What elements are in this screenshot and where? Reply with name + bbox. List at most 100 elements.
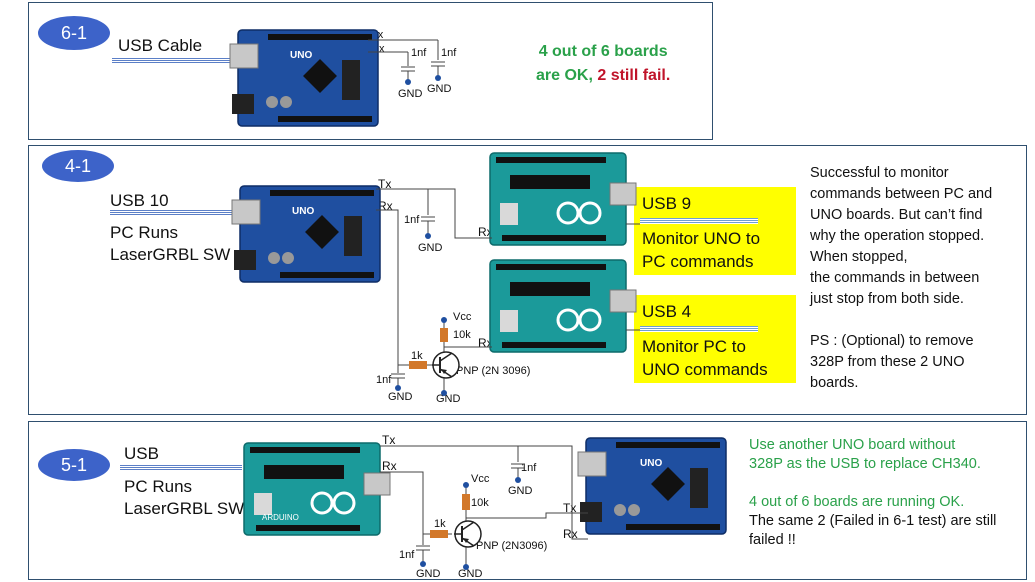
vcc-label-5-1: Vcc [471,473,490,485]
transistor-label-4-1: PNP (2N 3096) [456,365,531,377]
wires-6-1 [368,39,445,80]
gnd-cap-label-5-1: GND [508,485,533,497]
usb-cable-line [112,58,242,64]
cap2-label-6-1: 1nf [441,47,457,59]
tx-right-label-5-1: Tx [563,501,577,515]
uno-board-6-1 [229,29,379,127]
panel-6-1-tag: 6-1 [38,16,110,50]
gnd-dot [420,561,426,567]
pnp-transistor-4-1 [431,351,460,379]
r10k-label-5-1: 10k [471,497,489,509]
usb9-line [640,218,758,224]
arduino-silk-5-1: ARDUINO [262,513,299,522]
note-line: the commands in between [810,270,980,286]
pnp-transistor-5-1 [453,520,482,548]
vcc-dot [463,482,469,488]
gnd-tr-label-4-1: GND [436,393,461,405]
note-line: When stopped, [810,249,908,265]
usb4-title: USB 4 [642,302,692,321]
tx-label-4-1: Tx [378,177,392,191]
transistor-label-5-1: PNP (2N3096) [476,540,548,552]
resistor-1k [409,361,427,369]
note-line: 328P from these 2 UNO [810,354,965,370]
gnd-tr-label-5-1: GND [458,568,483,580]
cap-low-label-5-1: 1nf [399,549,415,561]
result-ok-line2: are OK [536,67,589,84]
panel-5-1 [28,421,1027,580]
usb4-line [640,326,758,332]
r1k-label-5-1: 1k [434,518,446,530]
note-line: why the operation stopped. [810,228,985,244]
usb9-line2: PC commands [642,252,754,271]
gnd-dot [425,233,431,239]
cap-label-5-1: 1nf [521,462,537,474]
note-line: UNO boards. But can’t find [810,207,983,223]
result-ok-line1: 4 out of 6 boards [538,43,668,60]
arduino-board-bottom-4-1 [488,258,638,354]
gnd-dot [515,477,521,483]
tx-label-5-1: Tx [382,433,396,447]
note-black-line: failed !! [749,532,796,548]
rx-right-label-5-1: Rx [563,527,578,541]
laser-sw-label-4-1: LaserGRBL SW [110,245,231,264]
usb4-line2: UNO commands [642,360,768,379]
note-line: Successful to monitor [810,165,949,181]
gnd-low-label-5-1: GND [416,568,441,580]
gnd-cap-label-4-1: GND [418,242,443,254]
note-green-line: Use another UNO board without [749,437,956,453]
usb10-label: USB 10 [110,191,169,210]
gnd-low-label-4-1: GND [388,391,413,403]
uno-silk-4-1: UNO [292,206,314,217]
note-line: just stop from both side. [810,291,964,307]
note-line: commands between PC and [810,186,993,202]
note-line: boards. [810,375,859,391]
usb4-line1: Monitor PC to [642,337,746,356]
cap-low-label-4-1: 1nf [376,374,392,386]
r1k-label-4-1: 1k [411,350,423,362]
cap-label-4-1: 1nf [404,214,420,226]
gnd-dot [405,79,411,85]
pc-runs-label-4-1: PC Runs [110,223,179,242]
usb-cable-label: USB Cable [118,36,203,55]
wires-5-1 [380,445,588,566]
note-line: PS : (Optional) to remove [810,333,974,349]
note-5-1: Use another UNO board without 328P as th… [749,436,996,550]
result-fail: 2 still fail. [597,67,671,84]
uno-silk-5-1: UNO [640,458,662,469]
usb10-line [110,210,238,216]
resistor-1k [430,530,448,538]
result-sep: , [588,67,598,84]
rx-label-5-1: Rx [382,459,397,473]
r10k-label-4-1: 10k [453,329,471,341]
panel-5-1-tag: 5-1 [38,449,110,481]
panel-4-1-tag: 4-1 [42,150,114,182]
cap1-label-6-1: 1nf [411,47,427,59]
rx-top-label-4-1: Rx [478,225,493,239]
note-black-line: The same 2 (Failed in 6-1 test) are stil… [749,513,997,529]
monitor-box-usb4: USB 4 Monitor PC to UNO commands [634,295,796,383]
monitor-box-usb9: USB 9 Monitor UNO to PC commands [634,187,796,275]
note-green-line: 4 out of 6 boards are running OK. [749,494,965,510]
vcc-label-4-1: Vcc [453,311,472,323]
result-text: 4 out of 6 boards are OK, 2 still fail. [536,40,670,88]
uno-board-5-1 [577,437,727,535]
gnd2-label-6-1: GND [427,83,452,95]
laser-sw-label-5-1: LaserGRBL SW [124,499,245,518]
arduino-board-top-4-1 [488,151,638,247]
gnd-dot [435,75,441,81]
usb9-title: USB 9 [642,194,692,213]
pc-runs-label-5-1: PC Runs [124,477,193,496]
resistor-10k [462,494,470,510]
usb-label-5-1: USB [124,444,159,463]
note-4-1: Successful to monitor commands between P… [810,163,992,394]
gnd-dot [441,390,447,396]
uno-silk-6-1: UNO [290,50,312,61]
usb9-line1: Monitor UNO to [642,229,761,248]
note-green-line: 328P as the USB to replace CH340. [749,456,981,472]
uno-board-4-1 [231,185,381,283]
gnd1-label-6-1: GND [398,88,423,100]
resistor-10k [440,328,448,342]
gnd-dot [395,385,401,391]
usb-line-5-1 [120,465,242,471]
